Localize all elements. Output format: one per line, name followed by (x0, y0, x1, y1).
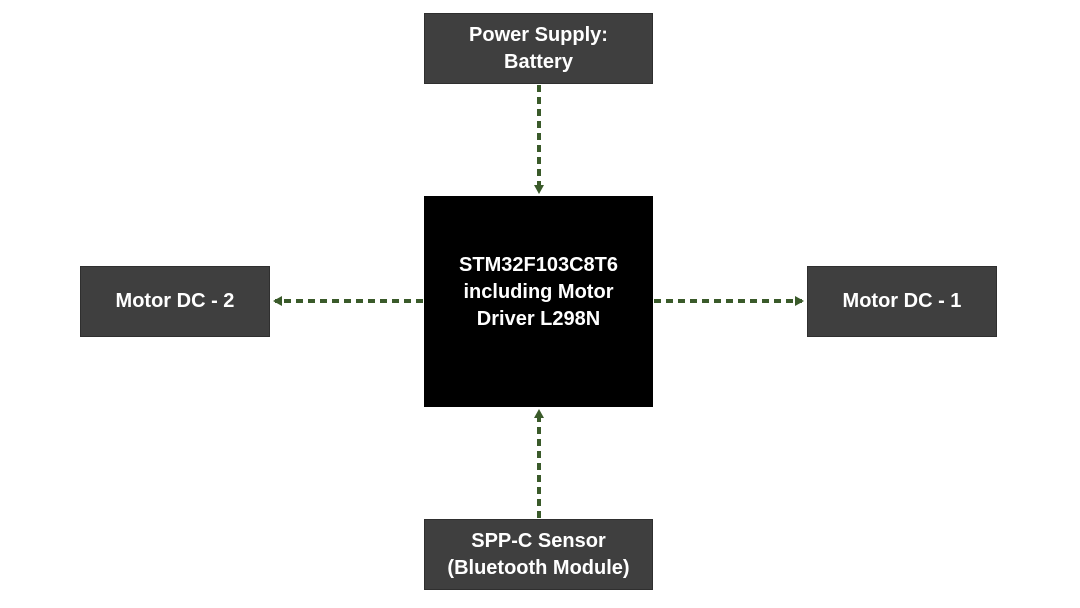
motor-dc-2-label: Motor DC - 2 (115, 290, 235, 312)
controller-label: STM32F103C8T6 including Motor Driver L29… (459, 254, 618, 330)
motor-dc-1-label: Motor DC - 1 (842, 290, 962, 312)
power-supply-block: Power Supply: Battery (424, 13, 653, 84)
sensor-label: SPP-C Sensor (Bluetooth Module) (447, 529, 630, 579)
controller-block: STM32F103C8T6 including Motor Driver L29… (424, 196, 653, 407)
power-supply-label: Power Supply: Battery (469, 23, 608, 73)
motor-dc-2-block: Motor DC - 2 (80, 266, 270, 337)
motor-dc-1-block: Motor DC - 1 (807, 266, 997, 337)
sensor-block: SPP-C Sensor (Bluetooth Module) (424, 519, 653, 590)
